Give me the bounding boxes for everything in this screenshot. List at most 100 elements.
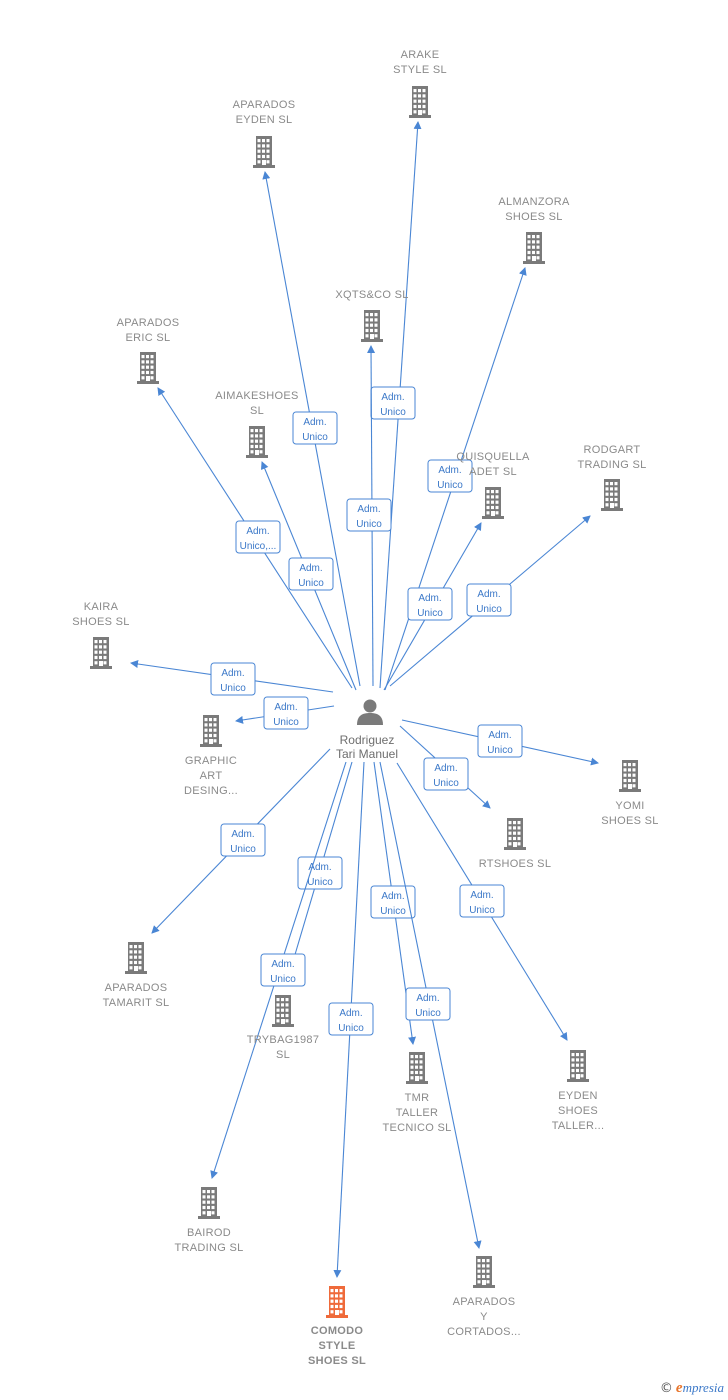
company-name-line: TMR [405, 1092, 430, 1104]
company-node-quisquella-adet-sl[interactable]: QUISQUELLA ADET SL [456, 451, 530, 519]
building-icon [482, 487, 504, 519]
company-name-line: APARADOS [117, 317, 180, 329]
edge-label-yomi-shoes-sl[interactable]: Adm.Unico [477, 724, 523, 758]
edge-label-text: Adm. [303, 417, 326, 428]
building-icon [619, 760, 641, 792]
person-node[interactable]: Rodriguez Tari Manuel [336, 699, 398, 762]
edge-label-box [459, 884, 505, 918]
edge-label-kaira-shoes-sl[interactable]: Adm.Unico [210, 662, 256, 696]
company-name-line: ERIC SL [126, 332, 171, 344]
edge-label-rodgart-trading-sl[interactable]: Adm.Unico [466, 583, 512, 617]
edge-label-text: Unico [415, 1008, 441, 1019]
company-name-line: SHOES [558, 1105, 598, 1117]
edge-label-aparados-eric-sl[interactable]: Adm.Unico,... [235, 520, 281, 554]
edge-label-text: Unico [433, 778, 459, 789]
edge-label-quisquella-adet-sl[interactable]: Adm.Unico [407, 587, 453, 621]
edge-label-aparados-eyden-sl[interactable]: Adm. Unico [292, 411, 338, 445]
company-name-line: SHOES SL [308, 1355, 366, 1367]
company-node-aparados-eric-sl[interactable]: APARADOS ERIC SL [117, 317, 180, 384]
edge-label-text: Unico [356, 519, 382, 530]
company-name-line: DESING... [184, 785, 238, 797]
company-node-kaira-shoes-sl[interactable]: KAIRA SHOES SL [72, 601, 129, 669]
company-name-line: APARADOS [233, 99, 296, 111]
edge-label-box [260, 953, 306, 987]
edge-label-text: Unico [380, 906, 406, 917]
company-name-line: KAIRA [84, 601, 119, 613]
edge-label-text: Unico [469, 905, 495, 916]
company-node-xqtsco-sl[interactable]: XQTS&CO SL [335, 289, 408, 342]
company-name-line: SHOES SL [72, 616, 129, 628]
edge-label-box [220, 823, 266, 857]
company-node-graphic-art-desing[interactable]: GRAPHICARTDESING... [184, 715, 238, 797]
edge-label-tmr-taller-tecnico-sl[interactable]: Adm.Unico [370, 885, 416, 919]
company-name-line: QUISQUELLA [456, 451, 530, 463]
edge-label-eyden-shoes-taller[interactable]: Adm.Unico [459, 884, 505, 918]
edge-label-xqtsco-sl[interactable]: Adm. Unico [346, 498, 392, 532]
edge-label-text: Adm. [231, 829, 254, 840]
edge-label-almanzora-shoes-sl[interactable]: Adm. Unico [427, 459, 473, 493]
edge-label-text: Adm. [488, 730, 511, 741]
edge-label-box [427, 459, 473, 493]
brand-name: mpresia [682, 1380, 724, 1395]
edge-label-text: Unico [298, 578, 324, 589]
edge-label-comodo-style-shoes-sl[interactable]: Adm.Unico [328, 1002, 374, 1036]
edge-label-box [263, 696, 309, 730]
company-name-line: TECNICO SL [382, 1122, 451, 1134]
edge-label-trybag1987-sl[interactable]: Adm.Unico [297, 856, 343, 890]
company-name-line: RODGART [584, 444, 641, 456]
edge-label-box [328, 1002, 374, 1036]
company-name-line: ADET SL [469, 466, 517, 478]
building-icon [90, 637, 112, 669]
company-name-line: CORTADOS... [447, 1326, 521, 1338]
building-icon [601, 479, 623, 511]
company-name-line: TALLER [396, 1107, 439, 1119]
edge-label-text: Adm. [434, 763, 457, 774]
company-name-line: APARADOS [105, 982, 168, 994]
edge-label-graphic-art-desing[interactable]: Adm. Unico [263, 696, 309, 730]
brand-initial: e [675, 1380, 683, 1396]
edge-label-text: Unico,... [240, 541, 277, 552]
edge-label-text: Unico [476, 604, 502, 615]
company-node-rtshoes-sl[interactable]: RTSHOES SL [479, 818, 552, 870]
edge-label-text: Unico [302, 432, 328, 443]
edge-label-arake-style-sl[interactable]: Adm.Unico [370, 386, 416, 420]
company-name-line: Y [480, 1311, 488, 1323]
company-name-line: SHOES SL [505, 211, 562, 223]
company-node-aparados-y-cortados[interactable]: APARADOSYCORTADOS... [447, 1256, 521, 1338]
company-name-line: YOMI [615, 800, 644, 812]
edge-label-box [370, 885, 416, 919]
edge-label-text: Unico [437, 480, 463, 491]
edge-label-aparados-tamarit-sl[interactable]: Adm.Unico [220, 823, 266, 857]
edge-label-box [210, 662, 256, 696]
edge-label-text: Unico [270, 974, 296, 985]
building-icon [246, 426, 268, 458]
edge-label-text: Adm. [416, 993, 439, 1004]
edge-label-text: Unico [307, 877, 333, 888]
building-icon [200, 715, 222, 747]
edge-label-rtshoes-sl[interactable]: Adm. Unico [423, 757, 469, 791]
edge-label-aparados-y-cortados[interactable]: Adm. Unico [405, 987, 451, 1021]
edge-label-box [405, 987, 451, 1021]
company-name-line: TALLER... [552, 1120, 605, 1132]
edge-label-text: Adm. [274, 702, 297, 713]
edge-label-text: Adm. [438, 465, 461, 476]
edge-label-bairod-trading-sl[interactable]: Adm.Unico [260, 953, 306, 987]
edge-label-text: Unico [273, 717, 299, 728]
company-name-line: SL [276, 1049, 290, 1061]
company-node-eyden-shoes-taller[interactable]: EYDEN SHOES TALLER... [552, 1050, 605, 1132]
company-name-line: EYDEN [558, 1090, 597, 1102]
edge-label-aimakeshoes-sl[interactable]: Adm.Unico [288, 557, 334, 591]
edge-label-text: Adm. [357, 504, 380, 515]
company-name-line: SL [250, 405, 264, 417]
company-node-tmr-taller-tecnico-sl[interactable]: TMR TALLER TECNICO SL [382, 1052, 451, 1134]
